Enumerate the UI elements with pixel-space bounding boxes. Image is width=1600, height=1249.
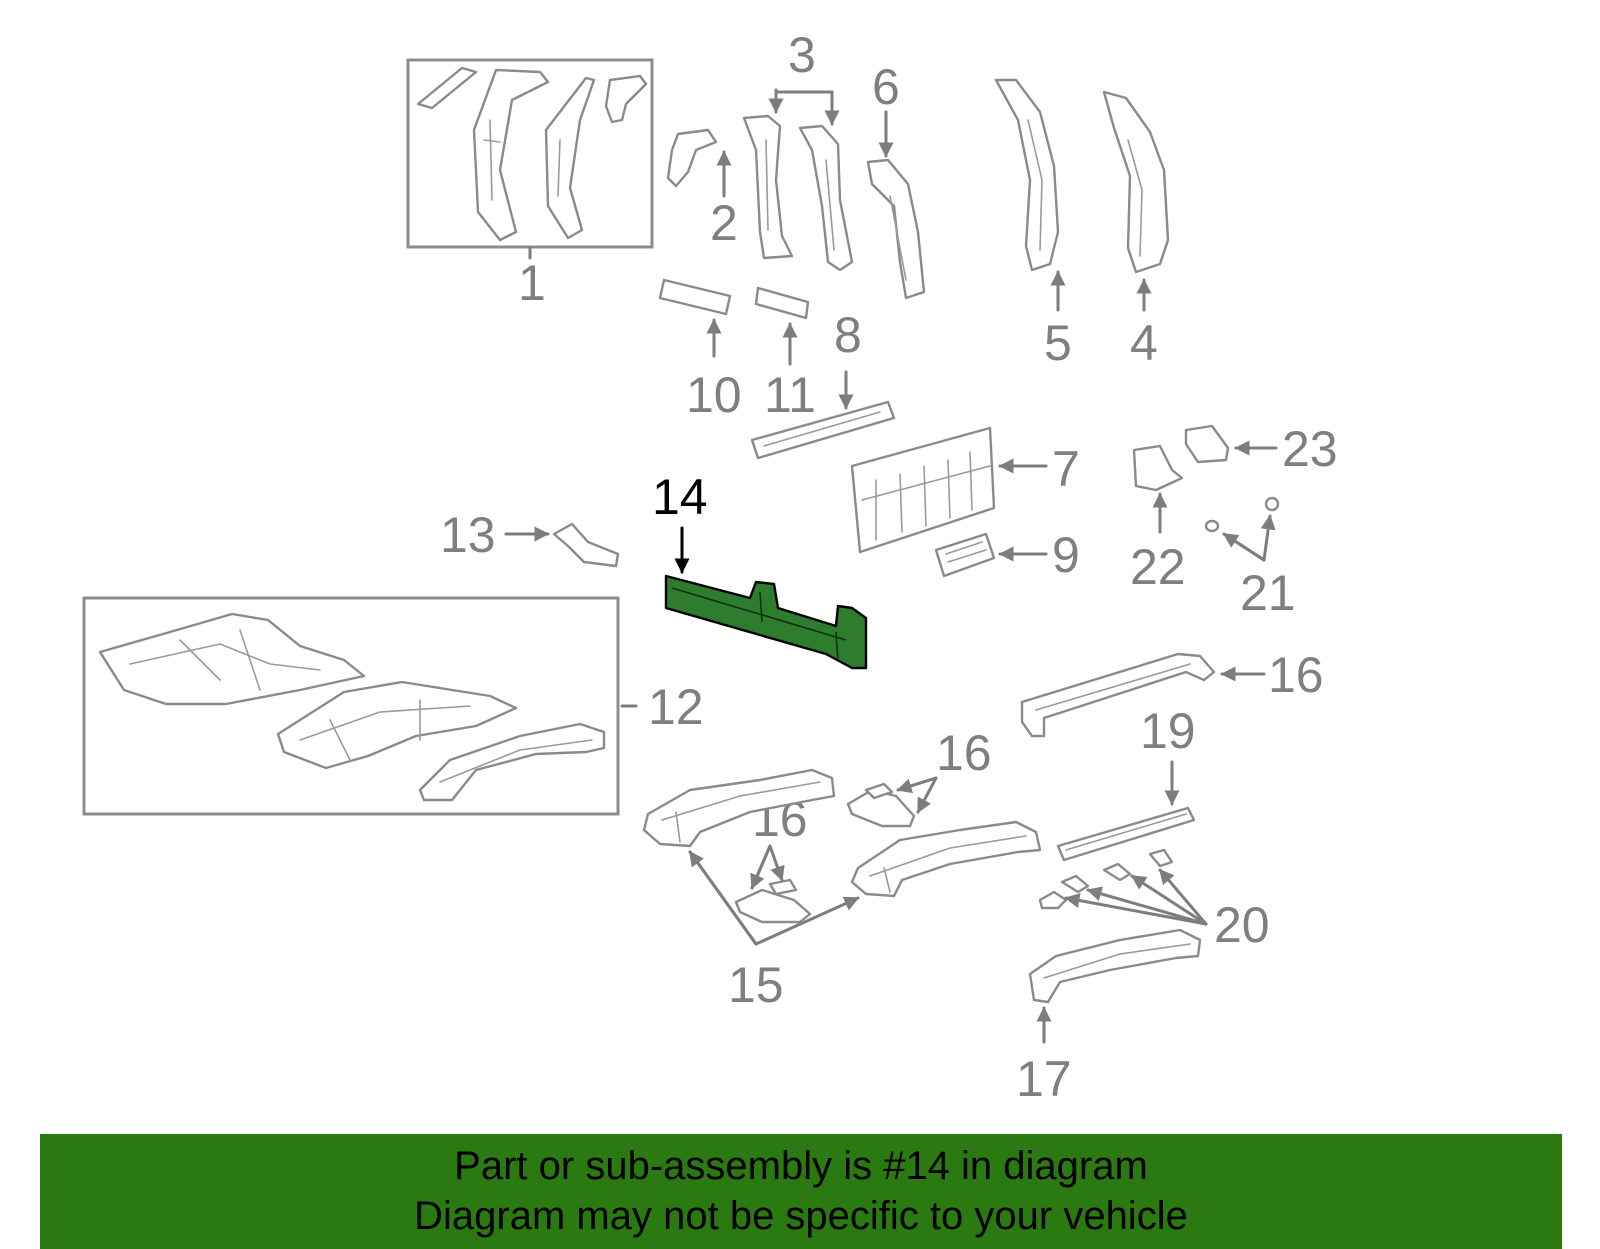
part-11[interactable] <box>754 286 810 320</box>
callout-6: 6 <box>872 59 900 115</box>
part-5[interactable] <box>994 78 1060 272</box>
callout-17: 16 <box>1268 647 1324 703</box>
callout-13: 13 <box>440 507 496 563</box>
notice-line-1: Part or sub-assembly is #14 in diagram <box>454 1144 1148 1188</box>
part-19[interactable] <box>1038 848 1174 910</box>
callout-7: 7 <box>1052 441 1080 497</box>
part-8[interactable] <box>750 400 896 460</box>
callout-10: 10 <box>686 367 742 423</box>
callout-5: 5 <box>1044 315 1072 371</box>
part-3[interactable] <box>742 114 854 272</box>
callout-19: 20 <box>1214 897 1270 953</box>
part-18[interactable] <box>1028 928 1202 1004</box>
callout-2: 2 <box>710 195 738 251</box>
callout-20: 19 <box>1140 703 1196 759</box>
callout-12: 12 <box>648 679 704 735</box>
part-16-upper[interactable] <box>846 782 916 828</box>
part-10[interactable] <box>658 278 732 316</box>
notice-line-2: Diagram may not be specific to your vehi… <box>414 1194 1188 1238</box>
callout-8: 8 <box>834 307 862 363</box>
callout-14: 14 <box>652 469 708 525</box>
part-4[interactable] <box>1102 90 1170 274</box>
part-7[interactable] <box>850 426 996 554</box>
callout-15-label: 15 <box>728 957 784 1013</box>
callout-16-upper: 16 <box>936 725 992 781</box>
callout-1: 1 <box>518 255 546 311</box>
callout-21: 21 <box>1240 565 1296 621</box>
part-13[interactable] <box>552 522 620 568</box>
callout-22: 22 <box>1130 539 1186 595</box>
part-22[interactable] <box>1132 444 1184 492</box>
part-23[interactable] <box>1184 424 1230 464</box>
callout-23: 23 <box>1282 421 1338 477</box>
part-14-highlighted[interactable] <box>664 574 868 670</box>
part-16-lower[interactable] <box>734 878 812 924</box>
part-9[interactable] <box>934 532 996 578</box>
part-2[interactable] <box>666 128 718 188</box>
part-20[interactable] <box>1056 806 1196 862</box>
part-6[interactable] <box>866 158 926 300</box>
part-12-group[interactable] <box>82 596 620 816</box>
part-15[interactable] <box>642 768 1042 898</box>
callout-4: 4 <box>1130 315 1158 371</box>
notice-banner: Part or sub-assembly is #14 in diagram D… <box>40 1134 1562 1249</box>
callout-9: 9 <box>1052 527 1080 583</box>
part-1-group[interactable] <box>406 58 654 249</box>
callout-3: 3 <box>788 27 816 83</box>
callout-11: 11 <box>764 367 816 423</box>
callout-18: 17 <box>1016 1051 1072 1107</box>
part-17[interactable] <box>1020 652 1216 738</box>
